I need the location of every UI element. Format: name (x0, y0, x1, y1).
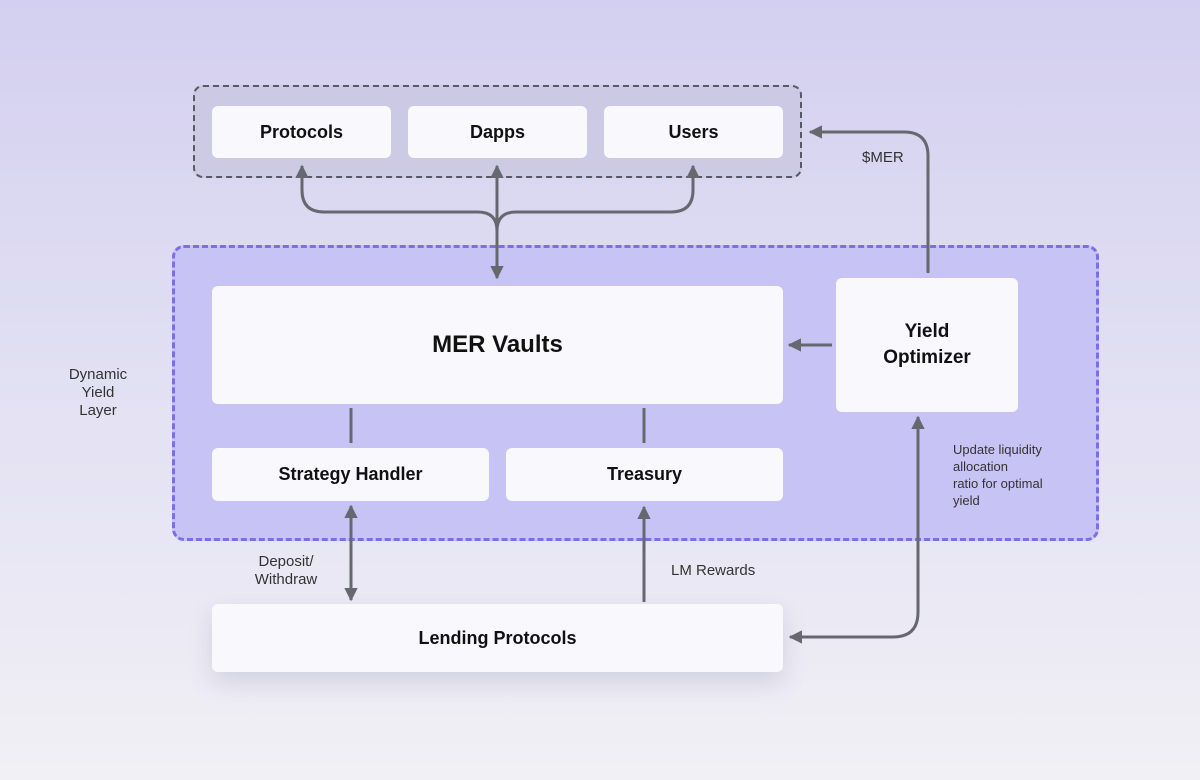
update-line-3: ratio for optimal (953, 476, 1043, 491)
update-liquidity-label: Update liquidity allocation ratio for op… (953, 441, 1043, 509)
protocols-box: Protocols (212, 106, 391, 158)
mer-token-arrow (808, 125, 930, 273)
dapps-label: Dapps (469, 121, 525, 142)
yield-optimizer-box: Yield Optimizer (836, 278, 1018, 412)
layer-label-line-3: Layer (79, 402, 117, 419)
lm-rewards-label: LM Rewards (671, 562, 756, 579)
update-line-4: yield (953, 493, 980, 508)
optimizer-line-1: Yield (904, 321, 950, 342)
mer-vaults-box: MER Vaults (212, 286, 783, 404)
update-line-1: Update liquidity (953, 442, 1042, 457)
mer-vaults-label: MER Vaults (432, 331, 563, 358)
strategy-handler-box: Strategy Handler (212, 448, 489, 501)
users-label: Users (668, 121, 719, 142)
update-line-2: allocation (953, 459, 1008, 474)
strategy-handler-label: Strategy Handler (278, 464, 423, 484)
deposit-line-1: Deposit/ (258, 553, 314, 570)
mer-token-label: $MER (862, 149, 904, 166)
users-box: Users (604, 106, 783, 158)
optimizer-line-2: Optimizer (883, 347, 971, 368)
deposit-withdraw-label: Deposit/ Withdraw (240, 553, 332, 589)
treasury-label: Treasury (606, 464, 683, 484)
optimizer-lending-arrow (788, 415, 925, 644)
lending-protocols-box: Lending Protocols (212, 604, 783, 672)
protocols-label: Protocols (259, 121, 343, 142)
fork-arrow-users (495, 164, 700, 232)
layer-label-line-2: Yield (81, 384, 115, 401)
layer-label-line-1: Dynamic (68, 366, 128, 383)
lending-protocols-label: Lending Protocols (418, 627, 577, 648)
dynamic-yield-layer-label: Dynamic Yield Layer (56, 366, 140, 420)
fork-arrow-protocols (295, 164, 499, 232)
deposit-line-2: Withdraw (254, 571, 318, 588)
dapps-box: Dapps (408, 106, 587, 158)
treasury-box: Treasury (506, 448, 783, 501)
